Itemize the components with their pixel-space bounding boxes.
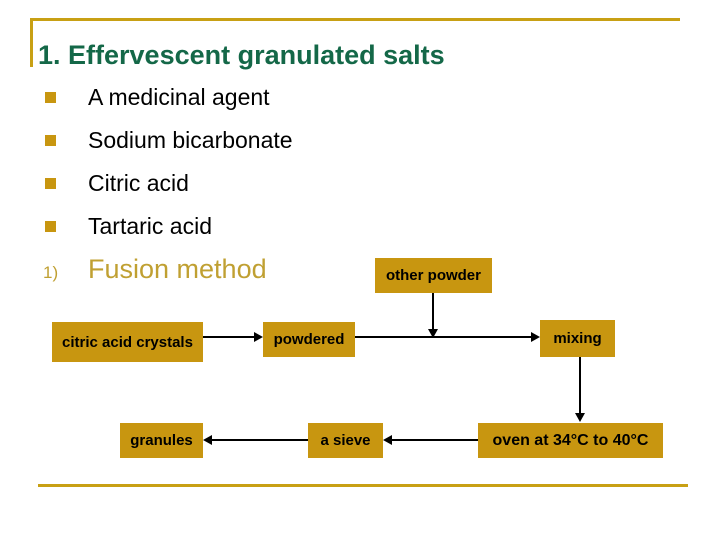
- arrowhead-right-icon: [531, 332, 540, 342]
- flow-box-other-powder: other powder: [375, 258, 492, 293]
- top-border-line: [30, 18, 680, 21]
- arrowhead-down-icon: [428, 329, 438, 338]
- arrow-sieve-to-granules-line: [212, 439, 308, 441]
- arrow-oven-to-sieve-line: [392, 439, 478, 441]
- bullet-item: Tartaric acid: [45, 213, 212, 239]
- arrow-citric-to-powdered-line: [203, 336, 256, 338]
- arrow-mixing-to-oven-line: [579, 357, 581, 414]
- bullet-label: A medicinal agent: [88, 84, 270, 110]
- left-corner-border-line: [30, 18, 33, 67]
- arrowhead-right-icon: [254, 332, 263, 342]
- slide-title: 1. Effervescent granulated salts: [38, 40, 445, 70]
- flow-box-granules: granules: [120, 423, 203, 458]
- arrowhead-left-icon: [203, 435, 212, 445]
- bullet-item: Citric acid: [45, 170, 189, 196]
- fusion-method-heading: Fusion method: [88, 254, 267, 284]
- flow-box-oven: oven at 34°C to 40°C: [478, 423, 663, 458]
- bullet-label: Tartaric acid: [88, 213, 212, 239]
- bullet-item: Sodium bicarbonate: [45, 127, 293, 153]
- square-bullet-icon: [45, 92, 56, 103]
- square-bullet-icon: [45, 178, 56, 189]
- bullet-item: A medicinal agent: [45, 84, 270, 110]
- arrow-other-powder-down-line: [432, 293, 434, 330]
- bottom-border-line: [38, 484, 688, 487]
- square-bullet-icon: [45, 135, 56, 146]
- bullet-label: Citric acid: [88, 170, 189, 196]
- flow-box-mixing: mixing: [540, 320, 615, 357]
- flow-box-citric-acid-crystals: citric acid crystals: [52, 322, 203, 362]
- arrowhead-left-icon: [383, 435, 392, 445]
- arrowhead-down-icon: [575, 413, 585, 422]
- bullet-label: Sodium bicarbonate: [88, 127, 293, 153]
- numbered-list-marker: 1): [43, 263, 59, 282]
- flow-box-a-sieve: a sieve: [308, 423, 383, 458]
- square-bullet-icon: [45, 221, 56, 232]
- flow-box-powdered: powdered: [263, 322, 355, 357]
- arrow-powdered-to-mixing-line: [355, 336, 532, 338]
